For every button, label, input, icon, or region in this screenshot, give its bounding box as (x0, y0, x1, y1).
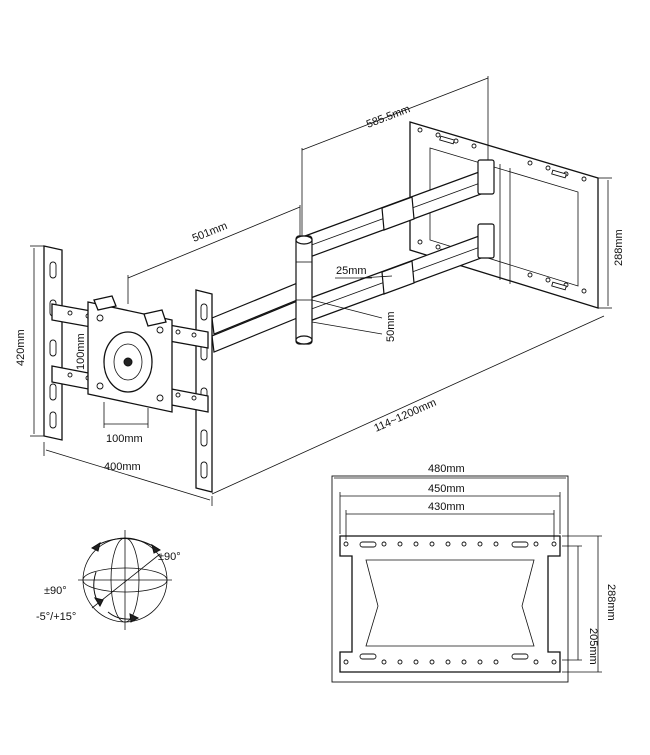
label-tv-plate-height: 420mm (15, 329, 27, 366)
label-height-inner: 205mm (587, 628, 599, 665)
detail-bottom-holes (343, 653, 557, 665)
plate-detail-frame (331, 475, 569, 683)
wall-plate (409, 121, 599, 309)
tv-bracket (43, 245, 213, 493)
wall-pivot-lower (477, 223, 495, 259)
label-height-outer: 288mm (605, 584, 617, 621)
label-tube-gap: 25mm (336, 265, 367, 277)
label-tube-height: 50mm (385, 311, 397, 342)
wall-pivot-upper (477, 159, 495, 195)
label-tilt: -5°/+15° (36, 611, 76, 623)
detail-plate-cutout (365, 559, 535, 647)
label-tv-plate-width: 400mm (104, 461, 141, 473)
detail-plate-outline (339, 535, 561, 673)
label-width-outer: 480mm (428, 463, 465, 475)
wall-plate-outline (409, 121, 599, 309)
label-center-vertical: 100mm (75, 333, 87, 370)
swivel-arrow (91, 538, 161, 551)
label-width-mid: 450mm (428, 483, 465, 495)
label-swivel: ±90° (158, 551, 181, 563)
dimension-lines (30, 76, 612, 506)
detail-top-holes (343, 541, 557, 548)
plate-detail (331, 475, 602, 683)
motion-sphere (78, 530, 172, 630)
wall-plate-top-holes (417, 127, 587, 182)
articulating-arms (211, 159, 495, 353)
label-rotation: ±90° (44, 585, 67, 597)
label-width-inner: 430mm (428, 501, 465, 513)
label-center-horizontal: 100mm (106, 433, 143, 445)
label-extension-range: 114~1200mm (372, 397, 438, 435)
label-arm-extended: 585.5mm (365, 103, 412, 131)
label-wall-plate-height: 288mm (613, 229, 625, 266)
elbow-joint (295, 235, 313, 345)
label-arm-retracted: 501mm (191, 220, 230, 245)
